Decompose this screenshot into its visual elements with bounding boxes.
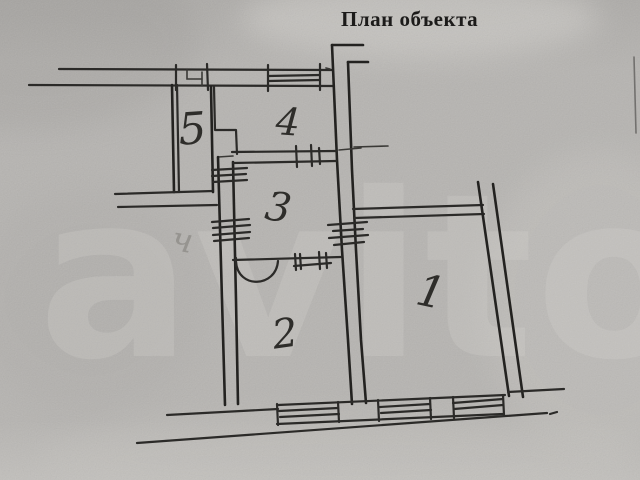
room-label-4: 4 [273,99,301,145]
central-spine-wall [326,43,389,406]
divider-5-4 [209,85,239,194]
room5-left-wall [170,83,181,194]
wall-4ext-1 [351,203,486,220]
room-label-5: 5 [177,103,208,156]
rooms-3-2-left-wall [210,155,252,407]
right-wall [476,180,525,399]
left-passage-wall [113,189,219,209]
page-title: План объекта [341,7,478,31]
wall-3-2 [231,250,343,283]
bottom-wall [135,387,566,445]
room-label-2: 2 [268,310,301,359]
paper-fold-line [633,56,637,134]
walls [27,43,637,445]
door-swing-arc [234,259,280,283]
wall-4-3 [230,143,338,169]
room-labels: 1 2 3 4 5 [177,99,450,359]
